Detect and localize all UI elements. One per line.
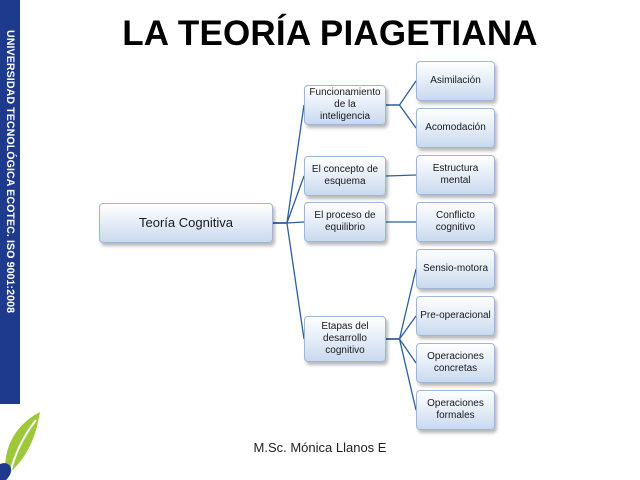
esquema-connector-0	[385, 174, 417, 177]
node-conflicto-cognitivo: Conflicto cognitivo	[416, 202, 495, 242]
etapas-connector-3	[398, 338, 417, 411]
root-connector-1	[286, 175, 305, 224]
node-sensio-motora: Sensio-motora	[416, 249, 495, 289]
node-concepto-esquema: El concepto de esquema	[304, 156, 386, 196]
footer-author: M.Sc. Mónica Llanos E	[253, 440, 387, 455]
node-label: Asimilación	[430, 75, 481, 86]
node-label: Estructura mental	[432, 163, 479, 186]
node-label: Sensio-motora	[422, 263, 489, 274]
ecotec-leaf-logo	[0, 412, 41, 480]
node-label: Pre-operacional	[420, 310, 491, 321]
node-label: El concepto de esquema	[311, 164, 379, 187]
funcionamiento-connector-1	[398, 104, 417, 129]
node-teoria-cognitiva: Teoría Cognitiva	[99, 203, 273, 243]
node-label: Operaciones formales	[427, 398, 484, 421]
root-connector-2	[286, 221, 305, 224]
node-operaciones-formales: Operaciones formales	[416, 390, 495, 430]
sidebar-band: UNIVERSIDAD TECNOLÓGICA ECOTEC. ISO 9001…	[0, 0, 20, 404]
node-operaciones-concretas: Operaciones concretas	[416, 343, 495, 383]
node-label: Teoría Cognitiva	[139, 215, 233, 230]
node-label: El proceso de equilibrio	[314, 210, 376, 233]
node-funcionamiento-inteligencia: Funcionamiento de la inteligencia	[304, 85, 386, 125]
node-label: Conflicto cognitivo	[435, 210, 476, 233]
node-label: Operaciones concretas	[427, 351, 484, 374]
node-asimilacion: Asimilación	[416, 61, 495, 101]
root-connector-0	[286, 104, 305, 224]
node-label: Etapas del desarrollo cognitivo	[321, 321, 369, 356]
funcionamiento-connector-0	[398, 80, 417, 106]
node-proceso-equilibrio: El proceso de equilibrio	[304, 202, 386, 242]
etapas-connector-2	[398, 338, 417, 364]
node-etapas-desarrollo: Etapas del desarrollo cognitivo	[304, 316, 386, 362]
node-estructura-mental: Estructura mental	[416, 155, 495, 195]
etapas-connector-1	[398, 315, 417, 340]
etapas-connector-0	[398, 268, 417, 340]
page-title: LA TEORÍA PIAGETIANA	[122, 14, 538, 53]
root-connector-3	[286, 222, 305, 340]
node-label: Funcionamiento de la inteligencia	[309, 87, 381, 122]
node-pre-operacional: Pre-operacional	[416, 296, 495, 336]
node-label: Acomodación	[425, 122, 486, 133]
node-acomodacion: Acomodación	[416, 108, 495, 148]
